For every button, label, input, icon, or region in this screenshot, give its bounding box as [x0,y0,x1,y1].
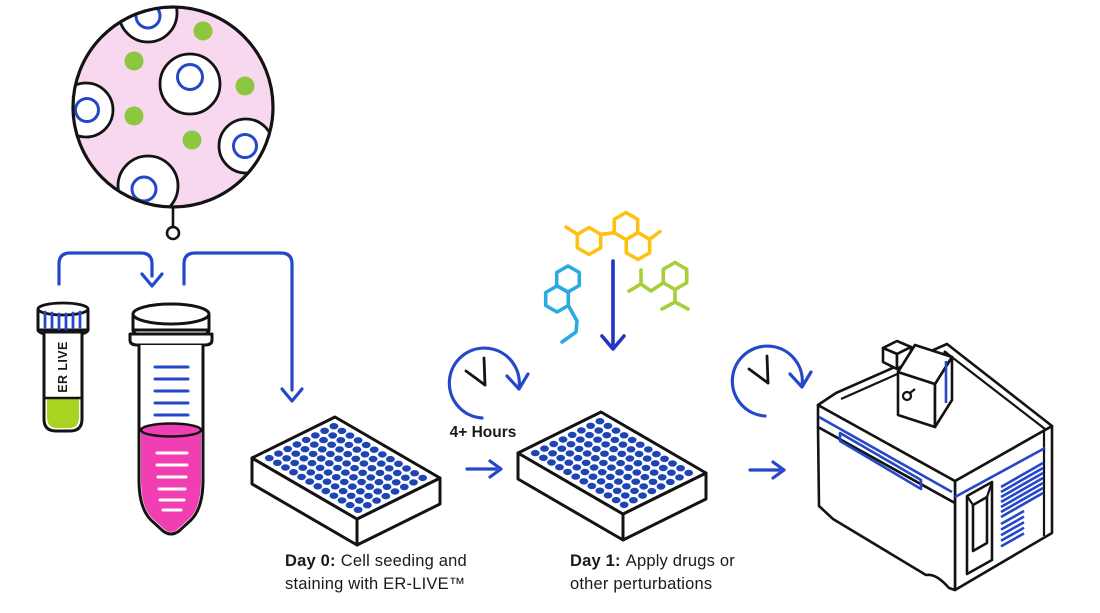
conical-tube [128,302,214,536]
vial-label: ER LIVE [56,341,70,392]
clock-circular-arrow-icon [447,346,530,420]
incubation-duration-label: 4+ Hours [450,424,517,441]
vent-lines [1000,461,1044,548]
compound-structures-icon [543,210,690,351]
molecule-yellow [564,210,662,262]
svg-text:staining with ER-LIVE™: staining with ER-LIVE™ [285,575,465,593]
svg-text:other perturbations: other perturbations [570,575,712,593]
caption-day1: Day 1:Apply drugs or other perturbations [570,552,735,593]
reagent-vial: ER LIVE [36,301,90,433]
flow-arrow-2 [748,460,786,480]
high-content-imager-icon [816,339,1054,592]
camera-module [881,339,954,429]
treatment-arrow [600,259,626,351]
cell-culture-zoom-icon [71,5,275,241]
assay-plate-day1 [516,410,708,542]
flow-arrow-1 [465,459,503,479]
transfer-arrow-vial [57,251,164,288]
transfer-arrow-cells [182,251,304,403]
svg-text:Day 0:Cell seeding and: Day 0:Cell seeding and [285,552,467,570]
molecule-cyan [543,264,582,344]
well-grid [264,423,428,513]
molecule-green [627,260,690,311]
well-grid [530,418,694,508]
svg-text:Day 1:Apply drugs or: Day 1:Apply drugs or [570,552,735,570]
assay-plate-day0 [250,415,442,547]
clock-circular-arrow-icon [730,344,813,418]
caption-day0: Day 0:Cell seeding and staining with ER-… [285,552,467,593]
